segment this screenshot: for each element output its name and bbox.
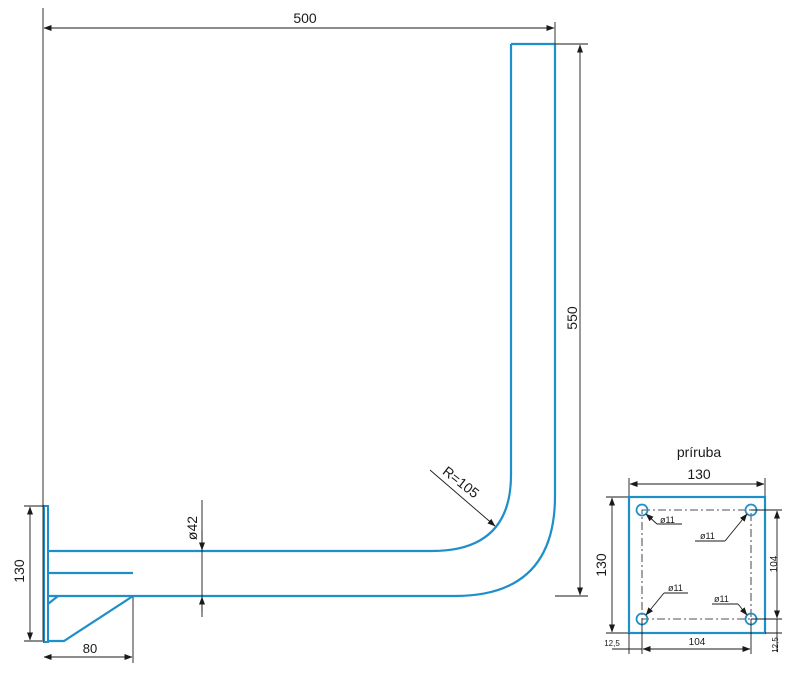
edge-offset-v-label: 12,5 [771, 637, 780, 653]
hole-label-bottom-left: ø11 [668, 583, 683, 593]
bracket-view: 500 550 R=105 ø42 130 [11, 8, 588, 663]
flange-title: príruba [677, 444, 722, 460]
flange-view: príruba 130 130 ø11 ø11 [593, 444, 782, 654]
hole-label-top-left: ø11 [660, 515, 675, 525]
pipe-outer-contour [48, 44, 557, 598]
hole-spacing-h-label: 104 [689, 637, 706, 648]
dim-radius: R=105 [429, 463, 496, 527]
base-plate [43, 505, 134, 643]
flange-width-label: 130 [687, 466, 711, 482]
edge-offset-h-label: 12,5 [604, 639, 620, 648]
hole-leader-bottom-left: ø11 [645, 583, 688, 616]
dim-height-550: 550 [555, 43, 588, 597]
flange-height-label: 130 [593, 553, 609, 577]
radius-label: R=105 [440, 463, 483, 501]
dim-base-height: 130 [11, 505, 44, 642]
hole-leader-top-left: ø11 [645, 513, 682, 525]
base-plate-rect [43, 505, 49, 643]
flange-plate [627, 495, 767, 635]
hole-top-left [635, 503, 649, 517]
flange-hole-centerline [641, 509, 752, 620]
hole-leader-bottom-right: ø11 [712, 594, 748, 616]
gusset-dim-label: 80 [83, 641, 97, 656]
dim-width-500: 500 [42, 8, 556, 640]
pipe-inner-contour [48, 44, 513, 553]
gusset-outline [47, 595, 134, 643]
hole-label-top-right: ø11 [700, 531, 715, 541]
width-dim-label: 500 [293, 10, 317, 26]
base-height-label: 130 [11, 559, 27, 583]
flange-holes [635, 503, 758, 626]
dim-gusset: 80 [43, 597, 134, 663]
dim-diameter: ø42 [184, 500, 205, 617]
diameter-label: ø42 [184, 516, 200, 540]
hole-label-bottom-right: ø11 [714, 594, 729, 604]
bracket-pipe [48, 42, 557, 598]
height-dim-label: 550 [564, 306, 580, 330]
hole-spacing-v-label: 104 [769, 555, 780, 572]
hole-leader-top-right: ø11 [695, 513, 748, 542]
